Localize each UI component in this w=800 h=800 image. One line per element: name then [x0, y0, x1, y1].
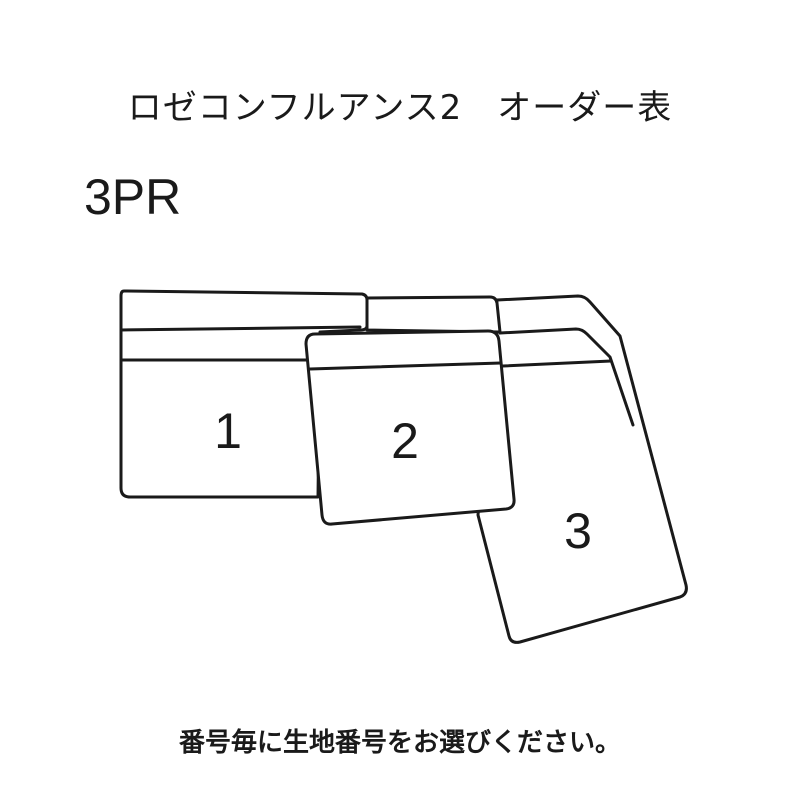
- instruction-text: 番号毎に生地番号をお選びください。: [178, 728, 621, 758]
- model-code: 3PR: [84, 169, 182, 225]
- sofa-piece-2: [304, 329, 516, 526]
- piece-label-3: 3: [564, 503, 592, 559]
- page-title: ロゼコンフルアンス2 オーダー表: [127, 88, 673, 128]
- piece-label-2: 2: [391, 413, 419, 469]
- sofa-middle-back: [365, 295, 502, 334]
- sofa-piece-3: [476, 294, 688, 644]
- piece-label-1: 1: [214, 403, 242, 459]
